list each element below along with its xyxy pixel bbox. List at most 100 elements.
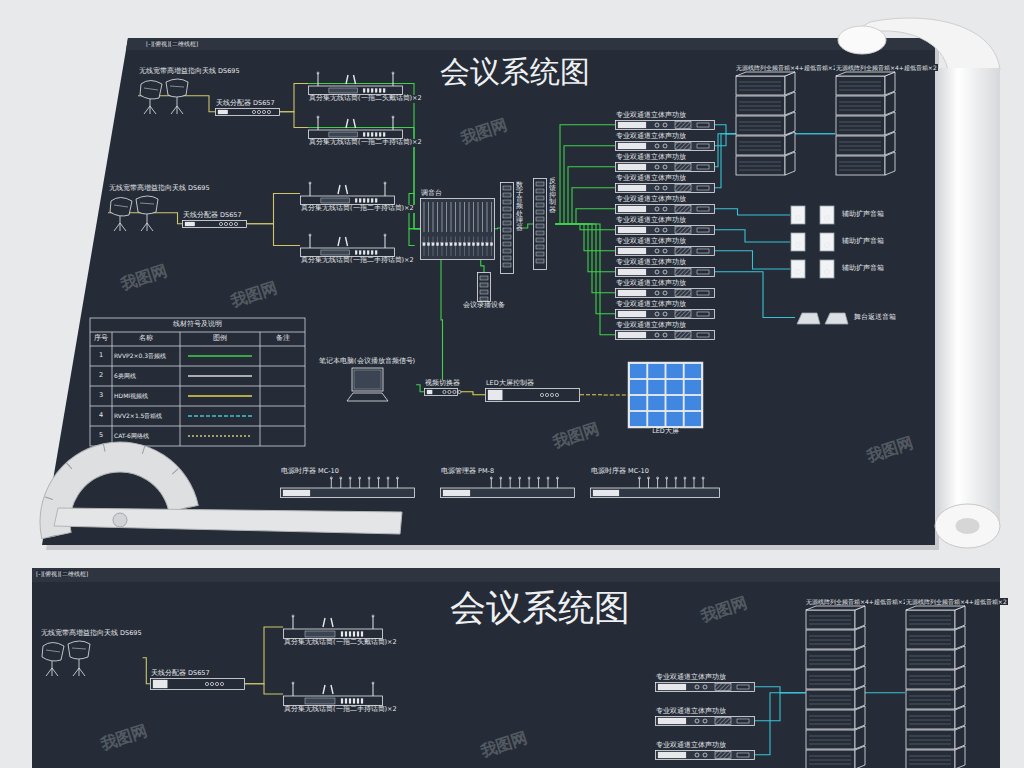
device-label: LED大屏控制器 [485,380,535,388]
symbol-part [455,202,456,232]
power-amplifier: 专业双通道立体声功放 [615,196,715,214]
device-label: 专业双通道立体声功放 [615,301,687,309]
symbol-part [136,196,158,214]
symbol-part [667,364,683,378]
symbol-part [144,97,183,114]
device-label: 天线分配器 DS657 [215,100,276,108]
symbol-part [618,269,646,275]
symbol-part [736,72,795,76]
signal-wire [523,224,534,228]
symbol-part [224,222,227,225]
symbol-part [616,141,715,150]
antenna-splitter: 天线分配器 DS657 [150,670,245,690]
symbol-part [909,696,951,704]
symbol-part [825,270,830,275]
device-label: 真分集无线话筒(一拖二手持话筒)×2 [300,257,415,265]
symbol-part [363,89,365,93]
paper-roll-end [935,504,1000,548]
symbol-part [955,686,965,709]
box-symbol [485,388,580,402]
symbol-part [473,202,474,232]
line-array-speaker: 无源线阵列全频音箱×4+超低音箱×2 [905,598,1008,768]
symbol-part [658,752,686,758]
symbol-part [446,236,447,256]
symbol-part [473,236,474,256]
seq-symbol [280,476,415,498]
symbol-part [396,477,398,479]
symbol-part [338,237,348,246]
symbol-part [500,478,501,488]
antenna-symbol [138,76,193,116]
symbol-part [536,245,544,249]
symbol-part [697,165,709,169]
symbol-part [955,726,965,749]
device-label: 辅助扩声音箱 [841,211,885,219]
symbol-part [464,236,465,256]
device-label: 真分集无线话筒(一拖二手持话筒)×2 [300,205,415,213]
symbol-part [630,364,646,378]
legend-text: HDMI视频线 [114,392,148,399]
annotation-text: 1 [90,352,112,360]
symbol-part [329,88,358,93]
device-label: 专业双通道立体声功放 [655,742,727,750]
symbol-part [210,682,213,685]
audio-processor: 数字音频处理器 [500,182,523,274]
symbol-part [428,202,429,232]
symbol-part [955,666,965,689]
symbol-part [909,636,951,644]
symbol-part [697,249,709,253]
signal-wire [556,224,616,314]
symbol-part [455,236,456,256]
symbol-part [715,717,731,724]
amp-symbol [655,716,755,726]
symbol-part [144,86,184,90]
symbol-part [618,290,646,296]
symbol-part [347,393,388,401]
symbol-part [806,690,855,709]
line-array-speaker: 无源线阵列全频音箱×4+超低音箱×2 [835,64,938,196]
symbol-part [340,477,342,479]
watermark: 我图网 [458,115,510,148]
symbol-part [666,477,668,479]
symbol-part [618,164,646,170]
symbol-part [666,478,667,488]
signal-wire [556,209,616,224]
symbol-part [442,236,443,256]
symbol-part [346,119,356,128]
symbol-part [293,616,373,629]
symbol-part [140,80,162,99]
amp-symbol [615,288,715,298]
symbol-part [487,236,488,256]
symbol-part [791,260,805,278]
array-symbol [835,71,897,196]
legend-text: RVVP2×0.3音频线 [114,352,166,359]
symbol-part [556,477,558,479]
symbol-part [323,618,333,627]
amp-symbol [615,162,715,172]
symbol-part [545,393,548,396]
symbol-part [367,199,369,203]
symbol-part [663,333,667,337]
symbol-part [480,297,488,301]
symbol-part [855,666,865,689]
symbol-part [593,490,619,496]
symbol-part [675,226,691,233]
symbol-part [855,646,865,669]
symbol-part [820,206,834,224]
symbol-part [555,393,558,396]
symbol-part [367,133,369,137]
led-symbol [628,362,703,428]
rx-symbol [300,234,395,257]
symbol-part [855,626,865,649]
symbol-part [503,235,511,239]
line-array-speaker: 无源线阵列全频音箱×4+超低音箱×2 [735,64,838,196]
aux-speaker: 辅助扩声音箱 [790,259,885,279]
symbol-part [478,273,491,302]
signal-wire [715,125,735,134]
symbol-part [616,120,715,129]
device-label: 调音台 [420,190,443,198]
annotation-text: [-][俯视][二维线框] [36,570,88,577]
symbol-part [703,685,707,689]
symbol-part [482,202,483,232]
power-amplifier: 专业双通道立体声功放 [615,154,715,172]
